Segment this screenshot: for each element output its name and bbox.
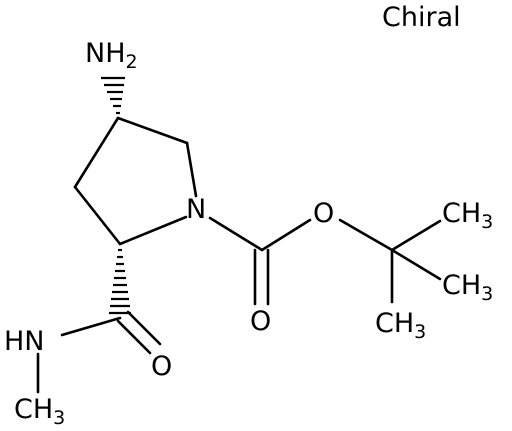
bond-amide-carbonyl-o-b bbox=[126, 310, 162, 346]
atom-carbonyl-oxygen-carbamate: O bbox=[250, 306, 271, 337]
bond-c3-c4 bbox=[73, 116, 120, 189]
bond-n1-carbonyl bbox=[208, 216, 264, 252]
hashed-wedge-amine bbox=[101, 76, 125, 115]
atom-methyl-1: CH3 bbox=[442, 198, 493, 233]
bond-carbonyl-ester-o bbox=[260, 218, 312, 252]
hashed-wedge-amide bbox=[109, 248, 131, 315]
atom-amine: NH2 bbox=[85, 38, 138, 73]
atom-methyl-n: CH3 bbox=[14, 394, 65, 429]
bond-c5-n1 bbox=[185, 141, 198, 198]
atom-carbonyl-oxygen-amide: O bbox=[151, 351, 172, 382]
atom-ring-nitrogen: N bbox=[186, 194, 206, 225]
atom-ester-oxygen: O bbox=[313, 198, 334, 229]
bond-amide-carbonyl-nh bbox=[60, 316, 122, 337]
atom-amide-nitrogen: HN bbox=[4, 326, 45, 357]
bond-c2-c3 bbox=[73, 185, 122, 246]
bond-ester-o-tbu bbox=[338, 218, 394, 252]
bond-amide-carbonyl-o-a bbox=[116, 319, 152, 355]
bond-c4-c5 bbox=[116, 116, 189, 145]
atom-methyl-3: CH3 bbox=[375, 308, 426, 343]
bond-n1-c2 bbox=[118, 215, 188, 246]
bond-tbu-methyl-2 bbox=[390, 248, 442, 281]
bonds bbox=[36, 116, 442, 394]
atom-methyl-2: CH3 bbox=[442, 270, 493, 305]
bond-tbu-methyl-1 bbox=[390, 219, 442, 252]
chirality-label: Chiral bbox=[382, 2, 461, 33]
